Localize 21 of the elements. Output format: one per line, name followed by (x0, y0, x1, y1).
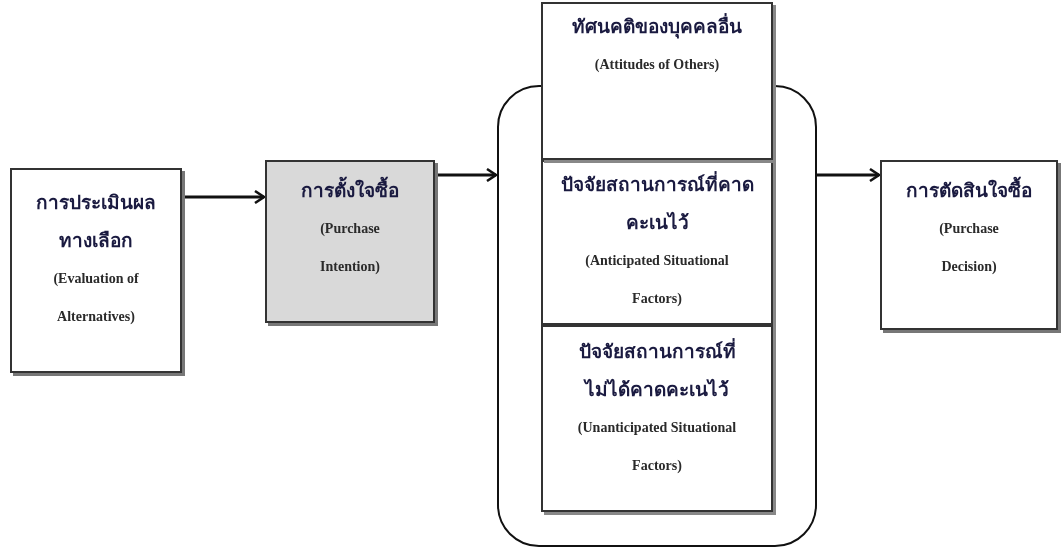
arrow (817, 167, 881, 183)
process-box (10, 168, 182, 373)
english-label: (Purchase Intention) (319, 220, 381, 276)
thai-label: ปัจจัยสถานการณ์ที่ไม่ได้คาดคะเนไว้ (572, 333, 742, 409)
thai-label: ปัจจัยสถานการณ์ที่คาดคะเนไว้ (547, 166, 767, 242)
english-label: (Unanticipated Situational Factors) (577, 419, 737, 475)
factor-box (541, 325, 773, 512)
thai-label: ทัศนคติของบุคคลอื่น (572, 8, 742, 46)
english-label: (Anticipated Situational Factors) (584, 252, 730, 308)
arrow (182, 189, 266, 205)
arrow (435, 167, 498, 183)
factor-box (541, 160, 773, 325)
thai-label: การตั้งใจซื้อ (301, 172, 399, 210)
english-label: (Attitudes of Others) (594, 56, 720, 74)
thai-label: การตัดสินใจซื้อ (906, 172, 1032, 210)
highlighted-box (265, 160, 435, 323)
english-label: (Purchase Decision) (938, 220, 1000, 276)
english-label: (Evaluation of Alternatives) (52, 270, 140, 326)
thai-label: การประเมินผลทางเลือก (35, 191, 157, 253)
factor-box (541, 2, 773, 160)
process-box (880, 160, 1058, 330)
